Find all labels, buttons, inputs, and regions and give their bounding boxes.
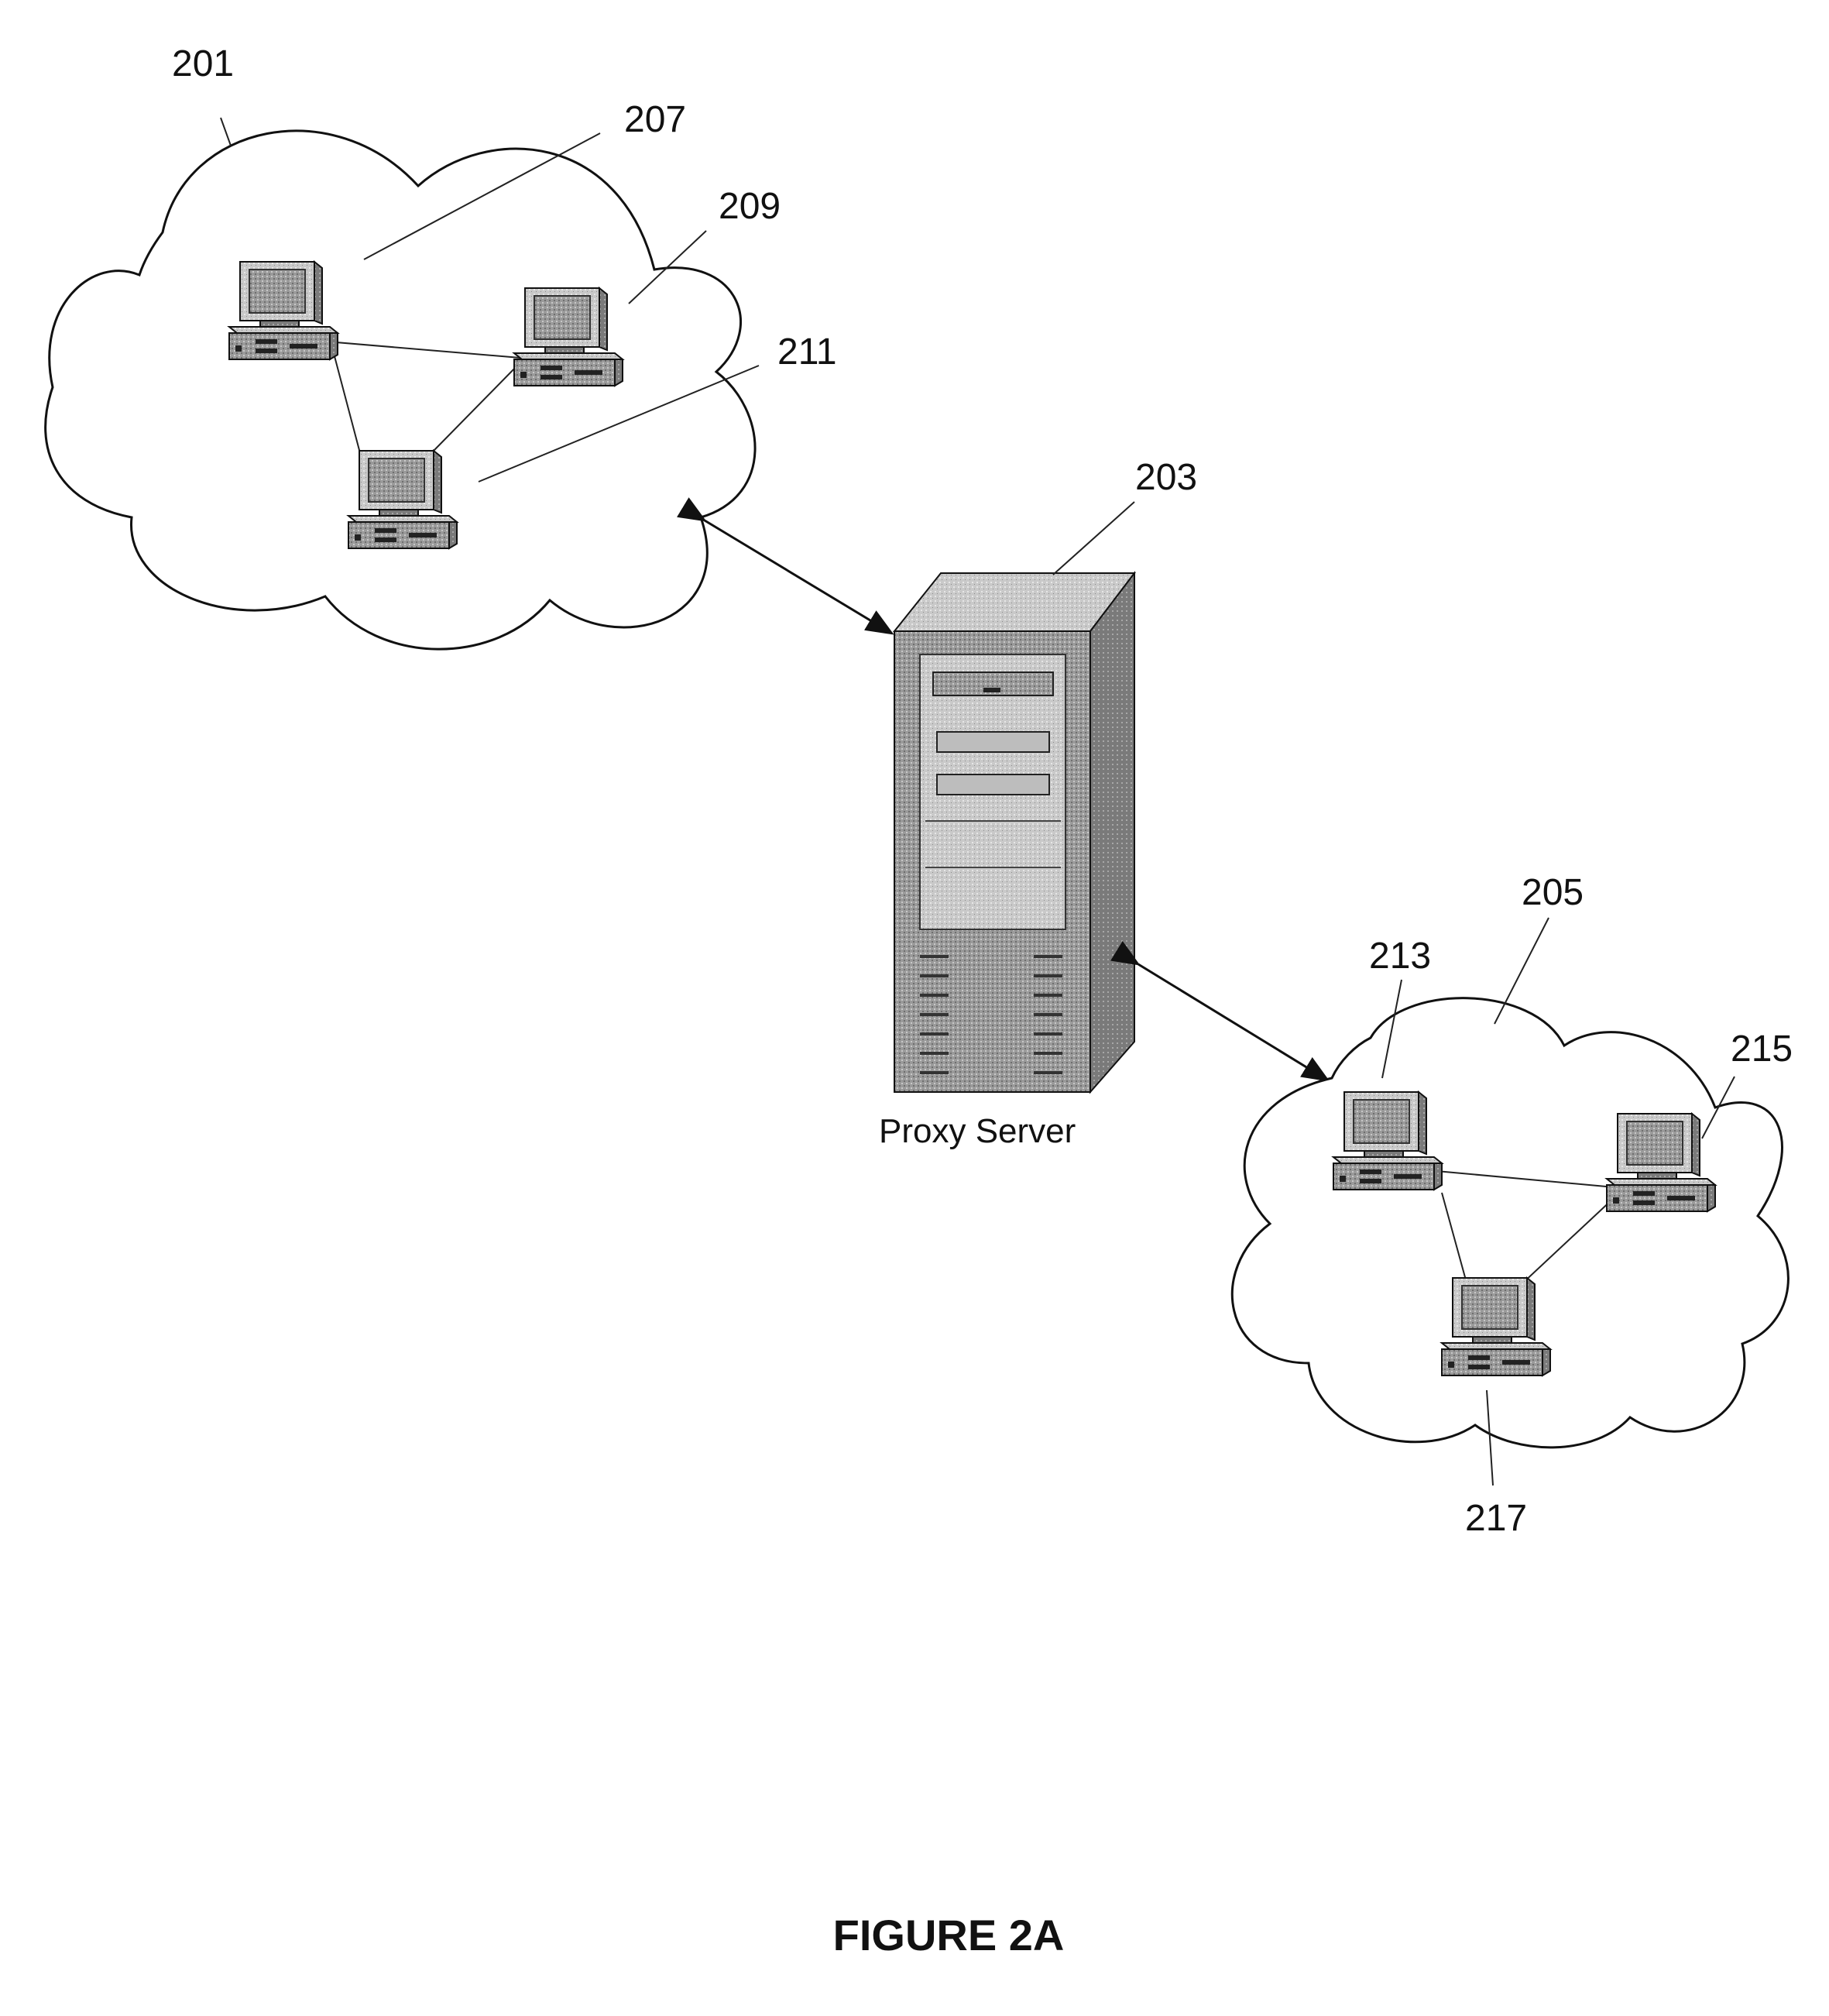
- network-205-cloud: [1232, 998, 1788, 1448]
- computer-icon-217: [1442, 1278, 1550, 1375]
- ref-label-207: 207: [624, 99, 686, 140]
- ref-label-217: 217: [1465, 1498, 1527, 1539]
- ref-label-209: 209: [719, 186, 781, 227]
- ref-label-215: 215: [1731, 1029, 1793, 1070]
- computer-icon-209: [514, 288, 623, 386]
- tower-server-icon: [894, 573, 1134, 1092]
- figure-caption: FIGURE 2A: [833, 1911, 1065, 1959]
- server-name-label: Proxy Server: [879, 1112, 1076, 1150]
- leader-203: [1053, 502, 1134, 575]
- computer-icon-207: [229, 262, 338, 359]
- ref-label-205: 205: [1522, 872, 1584, 913]
- connection-arrow-203-205: [1138, 964, 1328, 1080]
- computer-icon-215: [1607, 1114, 1715, 1211]
- computer-icon-213: [1333, 1092, 1442, 1190]
- ref-label-203: 203: [1135, 457, 1197, 498]
- connection-arrow-201-203: [705, 520, 892, 634]
- ref-label-211: 211: [777, 331, 837, 373]
- computer-icon-211: [348, 451, 457, 548]
- network-201-cloud: [46, 131, 755, 649]
- ref-label-201: 201: [172, 43, 234, 84]
- ref-label-213: 213: [1369, 936, 1431, 977]
- leader-201: [221, 118, 231, 146]
